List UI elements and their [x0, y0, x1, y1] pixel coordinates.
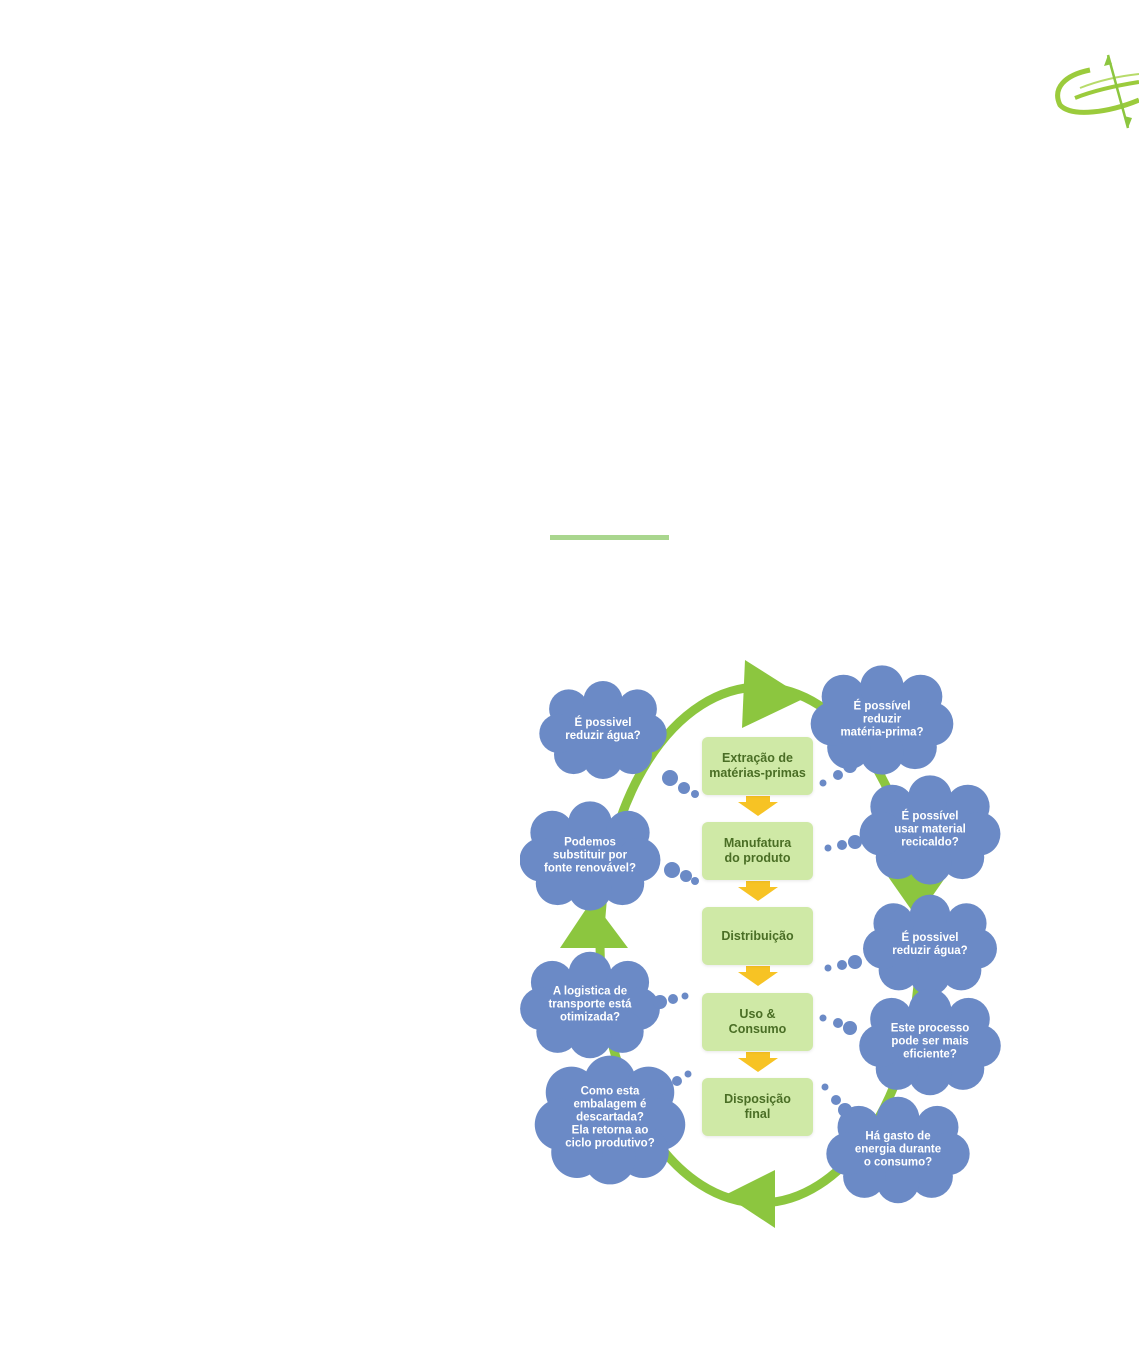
cloud-right-4-bump	[859, 1024, 902, 1068]
thought-bubble-dot	[681, 992, 689, 1000]
diagram-graphics	[520, 660, 1001, 1228]
stage-use-consumption: Uso & Consumo	[702, 993, 813, 1051]
stage-manufacturing: Manufatura do produto	[702, 822, 813, 880]
cloud-right-3-bump	[941, 950, 982, 991]
thought-bubble-dot	[664, 862, 680, 878]
thought-bubble-dot	[843, 759, 857, 773]
cloud-left-2-bump	[568, 866, 612, 911]
thought-bubble-dot	[824, 844, 832, 852]
cloud-left-2-bump	[568, 801, 612, 846]
cloud-right-4-bump	[941, 1047, 985, 1090]
question-right-5: Há gasto de energia durante o consumo?	[854, 1130, 942, 1169]
thought-bubble-dot	[668, 994, 678, 1004]
question-right-2: É possível usar material recicaldo?	[894, 810, 966, 849]
cloud-left-1-bump	[612, 734, 652, 775]
cloud-left-2-bump	[520, 838, 564, 882]
thought-bubble-dot	[658, 1081, 672, 1095]
cloud-left-3-bump	[520, 987, 563, 1031]
cloud-right-1-bump	[893, 725, 937, 770]
cloud-right-5-bump	[910, 1155, 953, 1198]
thought-bubble-dot	[653, 995, 667, 1009]
cloud-right-1-bump	[860, 730, 904, 775]
question-left-3: A logistica de transporte está otimizada…	[548, 985, 632, 1024]
cloud-left-3-bump	[568, 1015, 612, 1059]
thought-bubble-dot	[833, 770, 843, 780]
cloud-left-3-bump	[568, 951, 612, 995]
cloud-right-2-bump	[859, 812, 904, 856]
stage-distribution: Distribuição	[702, 907, 813, 965]
cloud-right-3-bump	[909, 894, 951, 935]
cloud-right-3-bump	[909, 955, 951, 996]
product-lifecycle-diagram: Extração de matérias-primas Manufatura d…	[520, 650, 1010, 1240]
cloud-right-5-bump	[826, 1132, 869, 1176]
thought-bubble-dot	[843, 1021, 857, 1035]
cloud-right-1-bump	[860, 665, 904, 710]
section-divider	[550, 535, 669, 540]
cloud-right-3-bump	[863, 928, 904, 969]
thought-bubble-dot	[691, 790, 699, 798]
cloud-left-1-bump	[583, 681, 623, 721]
cloud-left-4-bump	[534, 1098, 587, 1151]
thought-bubble-dot	[680, 870, 692, 882]
thought-bubble-dot	[672, 1076, 682, 1086]
thought-bubble-dot	[833, 1018, 843, 1028]
down-arrow-icon	[738, 1052, 778, 1072]
question-left-1: É possivel reduzir água?	[565, 717, 641, 742]
question-left-4: Como esta embalagem é descartada? Ela re…	[565, 1085, 655, 1150]
thought-bubble-dot	[684, 1070, 692, 1078]
thought-bubble-dot	[831, 1095, 841, 1105]
thought-bubble-dot	[837, 840, 847, 850]
cloud-right-4-bump	[908, 1052, 952, 1096]
thought-bubble-dot	[824, 964, 832, 972]
down-arrow-icon	[738, 881, 778, 901]
thought-bubble-dot	[691, 877, 699, 885]
thought-bubble-dot	[848, 955, 862, 969]
cloud-right-5-bump	[876, 1096, 920, 1140]
cloud-left-1-bump	[583, 739, 623, 779]
cloud-left-2-bump	[600, 861, 645, 906]
cloud-right-2-bump	[908, 840, 952, 885]
cloud-right-2-bump	[908, 775, 952, 820]
thought-bubble-dot	[662, 770, 678, 786]
question-right-4: Este processo pode ser mais eficiente?	[890, 1022, 970, 1061]
ring-arrowhead-top-icon	[742, 660, 805, 728]
ring-arrowhead-bottom-icon	[725, 1170, 775, 1228]
thought-bubble-dot	[819, 1014, 827, 1022]
thought-bubble-dot	[678, 782, 690, 794]
thought-bubble-dot	[848, 835, 862, 849]
ring-arrowhead-left-icon	[560, 900, 628, 948]
thought-bubble-dot	[837, 960, 847, 970]
down-arrow-icon	[738, 966, 778, 986]
cloud-left-1-bump	[539, 713, 579, 754]
thought-bubble-dot	[819, 779, 827, 787]
thought-bubble-dot	[821, 1083, 829, 1091]
thought-bubble-dot	[838, 1103, 852, 1117]
question-right-3: É possivel reduzir água?	[892, 932, 968, 957]
company-logo	[1050, 50, 1139, 130]
question-right-1: É possível reduzir matéria-prima?	[840, 700, 924, 739]
cloud-right-1-bump	[810, 702, 855, 746]
cloud-right-5-bump	[876, 1160, 920, 1204]
cloud-left-3-bump	[601, 1010, 644, 1053]
stage-extraction: Extração de matérias-primas	[702, 737, 813, 795]
stage-final-disposal: Disposição final	[702, 1078, 813, 1136]
cloud-right-2-bump	[940, 835, 985, 880]
down-arrow-icon	[738, 796, 778, 816]
cloud-right-4-bump	[908, 988, 952, 1032]
question-left-2: Podemos substituir por fonte renovável?	[543, 836, 637, 875]
